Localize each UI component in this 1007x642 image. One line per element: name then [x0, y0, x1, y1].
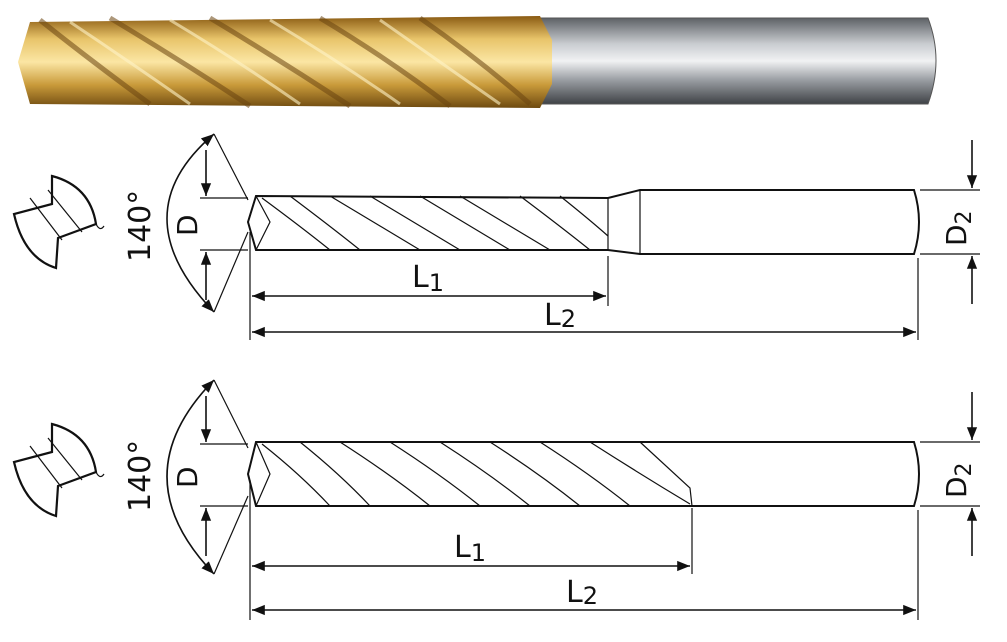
drawing-2: 140° D [12, 379, 980, 620]
shank-diameter-dimension: D2 [920, 140, 980, 304]
l1-label: L1 [454, 530, 486, 567]
length-dimensions: L1 L2 [249, 232, 919, 340]
l2-label: L2 [544, 298, 576, 333]
diameter-dimension: D [171, 396, 248, 556]
diameter-label: D [171, 214, 204, 236]
drill-outline-2 [246, 441, 920, 507]
end-view-icon [12, 174, 105, 270]
shank-label: D2 [940, 462, 977, 498]
l2-label: L2 [566, 575, 598, 610]
shank-diameter-dimension: D2 [920, 392, 980, 556]
length-dimensions: L1 L2 [249, 480, 919, 620]
drawing-1: 140° D [12, 133, 980, 340]
diameter-label: D [171, 466, 204, 488]
point-angle-dimension: 140° [123, 379, 249, 575]
angle-label: 140° [123, 440, 158, 512]
diameter-dimension: D [171, 150, 248, 300]
shank-label: D2 [940, 210, 977, 246]
drill-outline-1 [246, 189, 920, 255]
l1-label: L1 [412, 260, 444, 297]
drill-shank-photo [539, 17, 937, 105]
drill-photo [18, 15, 937, 109]
end-view-icon [12, 422, 105, 518]
flute-spirals [38, 15, 532, 109]
angle-label: 140° [123, 190, 158, 262]
point-angle-dimension: 140° [123, 133, 249, 313]
